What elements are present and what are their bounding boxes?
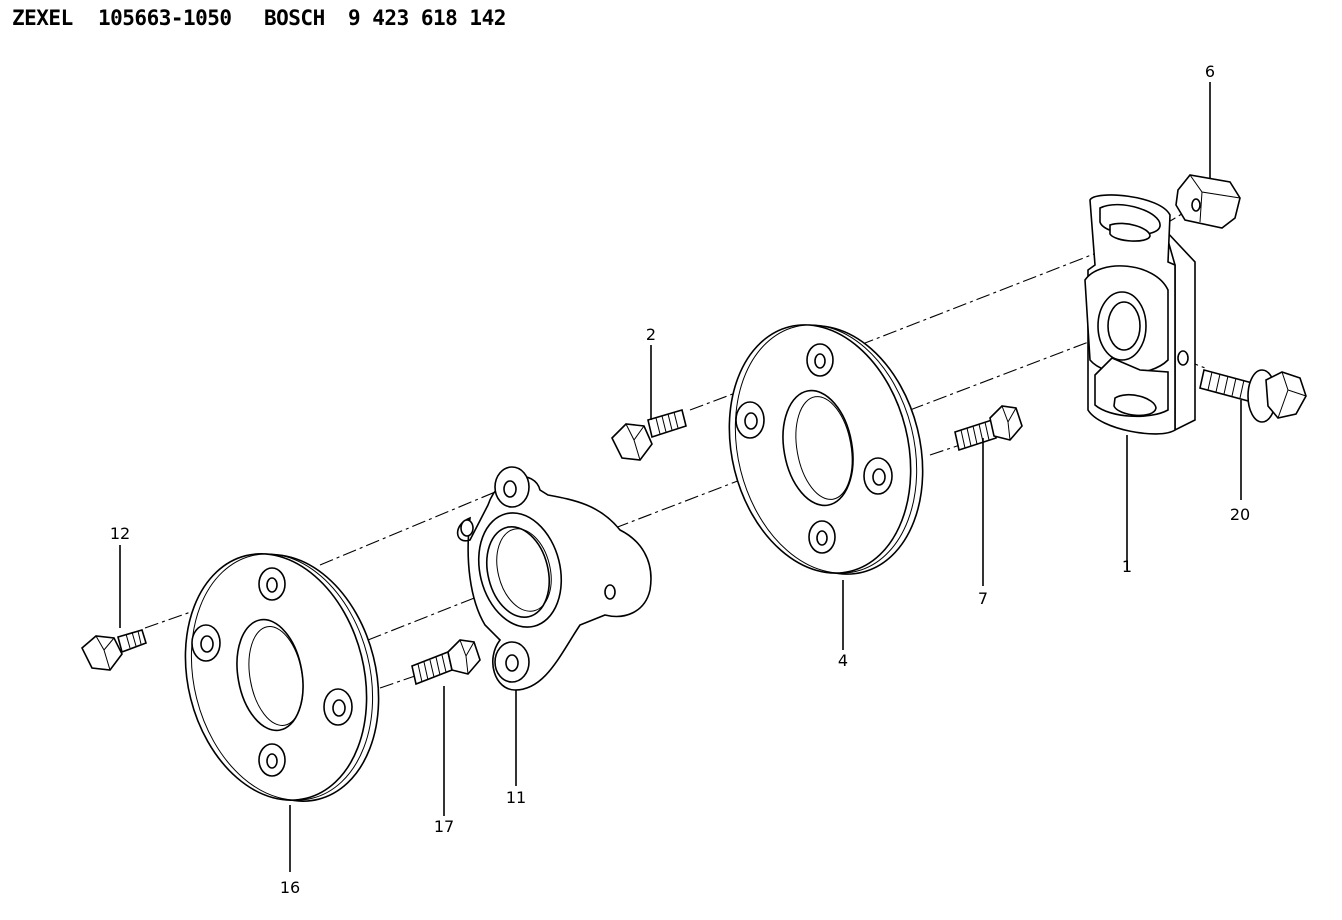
header-part-number-bosch: 9 423 618 142 xyxy=(348,6,506,30)
drawing-header: ZEXEL 105663-1050 BOSCH 9 423 618 142 xyxy=(12,6,506,36)
coupling-hub-11 xyxy=(456,466,652,691)
nut-6 xyxy=(1175,174,1241,229)
leader-lines xyxy=(119,82,1242,872)
callout-2: 2 xyxy=(646,325,656,344)
callout-17: 17 xyxy=(434,817,454,836)
header-brand-zexel: ZEXEL xyxy=(12,6,73,30)
flange-disc-16 xyxy=(184,553,380,802)
flange-bolt-20 xyxy=(1199,369,1307,423)
stud-bolt-17 xyxy=(411,639,481,686)
callout-1: 1 xyxy=(1122,557,1132,576)
header-part-number-zexel: 105663-1050 xyxy=(98,6,232,30)
flange-disc-4 xyxy=(728,324,924,575)
callout-4: 4 xyxy=(838,651,848,670)
callout-20: 20 xyxy=(1230,505,1250,524)
callout-11: 11 xyxy=(506,788,526,807)
bolt-2 xyxy=(611,408,687,461)
callout-16: 16 xyxy=(280,878,300,897)
header-brand-bosch: BOSCH xyxy=(264,6,325,30)
bracket-1 xyxy=(1084,194,1196,435)
callout-12: 12 xyxy=(110,524,130,543)
stud-bolt-7 xyxy=(954,405,1023,452)
callout-6: 6 xyxy=(1205,62,1215,81)
callout-labels: 12 16 17 11 2 4 7 1 6 20 xyxy=(110,62,1250,897)
bolt-12 xyxy=(81,629,147,671)
callout-7: 7 xyxy=(978,589,988,608)
